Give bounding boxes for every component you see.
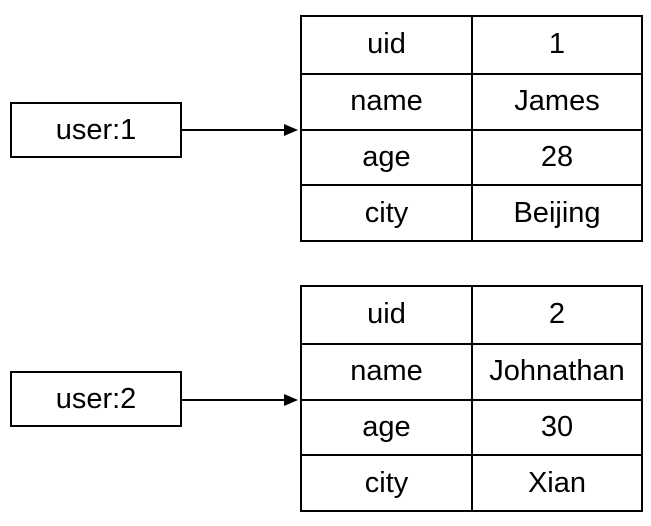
key-box-user2: user:2 (10, 371, 182, 427)
field-cell: uid (367, 28, 406, 61)
value-cell: James (471, 72, 641, 129)
key-box-user1: user:1 (10, 102, 182, 158)
field-cell: city (302, 454, 471, 510)
field-cell: age (302, 128, 471, 185)
hash-table-user2: uid 2 name Johnathan age 30 city Xian (300, 285, 643, 512)
field-cell: city (302, 184, 471, 240)
value-cell: 1 (471, 17, 641, 73)
key-label-user2: user:2 (55, 382, 137, 415)
value-cell: 28 (471, 128, 641, 185)
field-cell: age (302, 398, 471, 455)
field-cell: uid (367, 298, 406, 331)
key-label-user1: user:1 (55, 113, 137, 146)
field-cell: name (302, 72, 471, 129)
hash-table-user1: uid 1 name James age 28 city Beijing (300, 15, 643, 242)
value-cell: Xian (471, 454, 641, 510)
value-cell: 30 (471, 398, 641, 455)
value-cell: 2 (471, 287, 641, 343)
arrow-right-icon (182, 394, 298, 406)
value-cell: Johnathan (471, 342, 641, 399)
value-cell: Beijing (471, 184, 641, 240)
arrow-right-icon (182, 124, 298, 136)
field-cell: name (302, 342, 471, 399)
